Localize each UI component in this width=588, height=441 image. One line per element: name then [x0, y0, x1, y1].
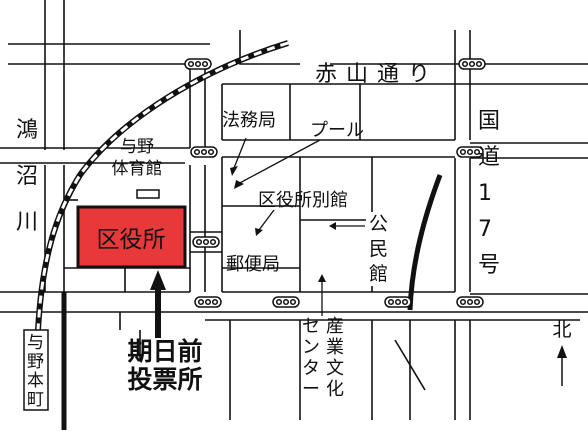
community-hall-box — [366, 212, 390, 286]
leader-arrows — [233, 137, 365, 316]
label-ward-office-annex: 区役所別館 — [258, 190, 348, 211]
traffic-light-icon — [456, 296, 484, 308]
railway — [35, 40, 289, 331]
label-community-hall: 公民館 — [369, 213, 388, 285]
label-gymnasium: 与野体育館 — [112, 137, 163, 179]
gymnasium-box — [136, 189, 160, 199]
traffic-light-icon — [456, 146, 484, 158]
traffic-light-icon — [184, 58, 212, 70]
station-box — [23, 329, 49, 411]
traffic-light-icon — [384, 296, 412, 308]
label-early-voting: 期日前投票所 — [127, 337, 202, 394]
traffic-light-icon — [272, 296, 300, 308]
traffic-lights — [184, 58, 486, 308]
road-label-akayama: 赤山通り — [315, 62, 439, 87]
traffic-light-icon — [192, 236, 220, 248]
label-legal-affairs-bureau: 法務局 — [222, 110, 276, 131]
lower-slant — [394, 339, 426, 391]
route-17-line — [407, 174, 443, 311]
label-pool: プール — [310, 120, 364, 141]
ward-office-box — [76, 205, 187, 269]
traffic-light-icon — [190, 146, 218, 158]
early-voting-arrow — [150, 270, 166, 338]
label-post-office: 郵便局 — [226, 254, 280, 275]
compass: 北 — [552, 319, 572, 386]
traffic-light-icon — [458, 58, 486, 70]
traffic-light-icon — [194, 296, 222, 308]
leader-arrowheads — [230, 166, 336, 282]
label-station: 与野本町 — [27, 333, 44, 410]
compass-arrowhead-icon — [557, 345, 567, 358]
river-label-konuma: 鴻沼川 — [16, 118, 38, 235]
label-industry-culture-center: 産業文化センター — [302, 316, 344, 400]
compass-north-label: 北 — [552, 319, 571, 341]
ward-office-label: 区役所 — [97, 227, 166, 253]
